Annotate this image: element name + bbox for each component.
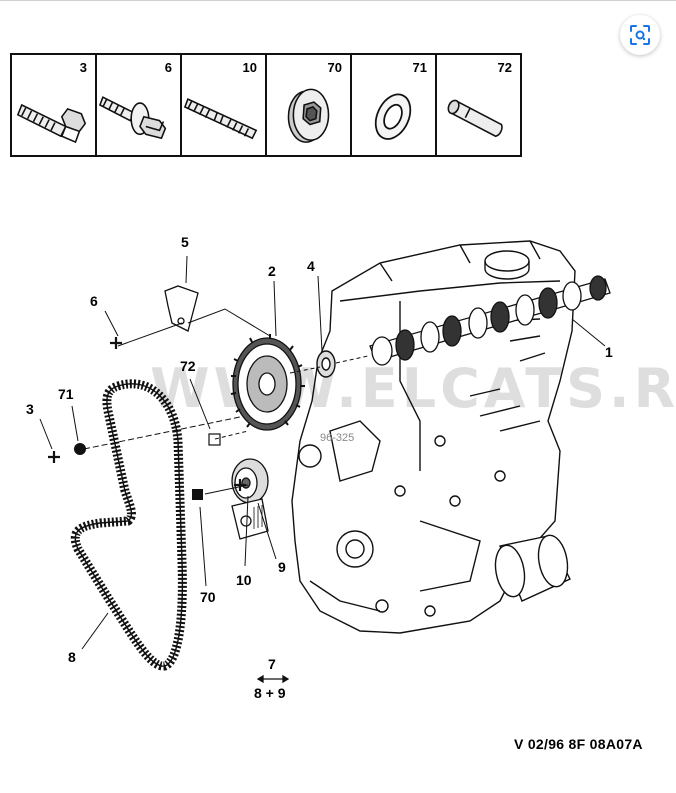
- leader-lines: [39, 255, 606, 650]
- part-number: 3: [79, 60, 87, 75]
- part-cell-6: 6: [97, 55, 182, 155]
- tensioner-bracket: [164, 285, 199, 332]
- part-number: 71: [412, 60, 427, 75]
- callout-9: 9: [278, 559, 286, 575]
- bolt-icon: [16, 103, 87, 144]
- callout-72: 72: [180, 358, 196, 374]
- kit-arrow: [256, 674, 290, 684]
- part-number: 70: [327, 60, 342, 75]
- visual-search-button[interactable]: [620, 15, 660, 55]
- callout-71: 71: [58, 386, 74, 402]
- tensioner-roller: [231, 458, 269, 540]
- part-cell-72: 72: [437, 55, 520, 155]
- callout-4: 4: [307, 258, 315, 274]
- bolt-with-washer-icon: [98, 96, 167, 140]
- part-cell-3: 3: [12, 55, 97, 155]
- washer-marker: [74, 443, 86, 455]
- part-cell-70: 70: [267, 55, 352, 155]
- kit-contents: 8 + 9: [254, 685, 286, 701]
- camshaft-sprocket: [230, 334, 305, 431]
- camshaft: [369, 275, 611, 366]
- callout-2: 2: [268, 263, 276, 279]
- kit-number: 7: [268, 656, 276, 672]
- washer-icon: [374, 93, 412, 140]
- callout-8: 8: [68, 649, 76, 665]
- small-code: 96-325: [320, 432, 354, 444]
- fastener-markers: [48, 337, 246, 491]
- oil-filter: [494, 534, 571, 602]
- callout-70: 70: [200, 589, 216, 605]
- eccentric-nut-marker: [192, 489, 203, 500]
- dowel-pin-icon: [447, 99, 503, 138]
- oil-seal: [316, 350, 336, 378]
- timing-belt: [70, 379, 187, 671]
- callout-5: 5: [181, 234, 189, 250]
- stud-icon: [183, 98, 258, 140]
- dowel-pin-marker: [208, 433, 221, 446]
- part-cell-10: 10: [182, 55, 267, 155]
- eccentric-nut-icon: [287, 88, 330, 143]
- part-number: 10: [242, 60, 257, 75]
- visual-search-icon: [630, 25, 650, 45]
- callout-3: 3: [26, 401, 34, 417]
- callout-1: 1: [605, 344, 613, 360]
- part-number: 72: [497, 60, 512, 75]
- callout-6: 6: [90, 293, 98, 309]
- drawing-reference: V 02/96 8F 08A07A: [514, 736, 643, 752]
- part-number: 6: [164, 60, 172, 75]
- parts-table: 3 6 1: [10, 53, 522, 157]
- callout-10: 10: [236, 572, 252, 588]
- timing-belt-diagram: 96-325: [39, 240, 611, 684]
- part-cell-71: 71: [352, 55, 437, 155]
